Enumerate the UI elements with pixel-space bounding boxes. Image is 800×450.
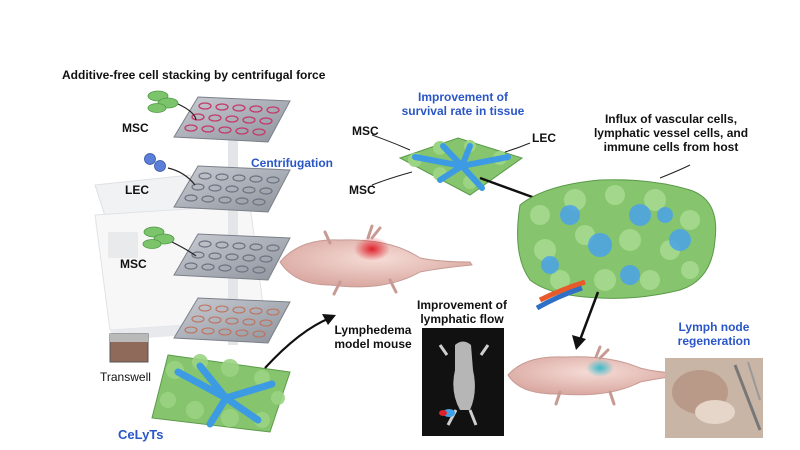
label-sheet-msc-bottom: MSC xyxy=(349,183,376,197)
plate-msc-top xyxy=(173,96,291,143)
label-transwell: Transwell xyxy=(100,370,151,384)
celyts-tissue xyxy=(151,354,291,433)
label-sheet-msc-top: MSC xyxy=(352,124,379,138)
msc-cells-icon-mid xyxy=(142,226,175,249)
figure-title: Additive-free cell stacking by centrifug… xyxy=(62,68,326,82)
label-lymphedema-model-mouse: Lymphedema model mouse xyxy=(334,323,412,351)
host-tissue-block xyxy=(517,179,717,311)
label-celyts: CeLyTs xyxy=(118,427,164,442)
plate-lec xyxy=(173,165,291,213)
transwell-icon xyxy=(109,333,149,363)
recovered-mouse xyxy=(507,345,677,406)
label-msc-mid: MSC xyxy=(120,257,147,271)
lymph-node-photo xyxy=(665,358,763,438)
label-lymphatic-flow-improvement: Improvement of lymphatic flow xyxy=(416,298,507,326)
plate-msc-mid xyxy=(173,233,291,281)
label-msc-top: MSC xyxy=(122,121,149,135)
arrow-to-recovered-mouse xyxy=(578,291,600,341)
msc-cells-icon-top xyxy=(147,90,179,113)
label-lec: LEC xyxy=(125,183,149,197)
label-sheet-lec: LEC xyxy=(532,131,556,145)
lec-cells-icon xyxy=(144,153,166,172)
label-centrifugation: Centrifugation xyxy=(251,156,333,170)
arrow-to-host-tissue xyxy=(479,176,536,200)
stacking-pole xyxy=(228,120,238,345)
lymphedema-mouse xyxy=(279,224,473,296)
stacked-sheet xyxy=(398,137,524,196)
arrow-to-mouse xyxy=(264,316,331,369)
fluorescence-image xyxy=(422,328,504,436)
label-host-cell-influx: Influx of vascular cells, lymphatic vess… xyxy=(593,112,749,154)
label-survival-improvement: Improvement of survival rate in tissue xyxy=(401,90,525,118)
label-lymph-node-regeneration: Lymph node regeneration xyxy=(677,320,751,348)
plate-bottom xyxy=(173,297,291,344)
